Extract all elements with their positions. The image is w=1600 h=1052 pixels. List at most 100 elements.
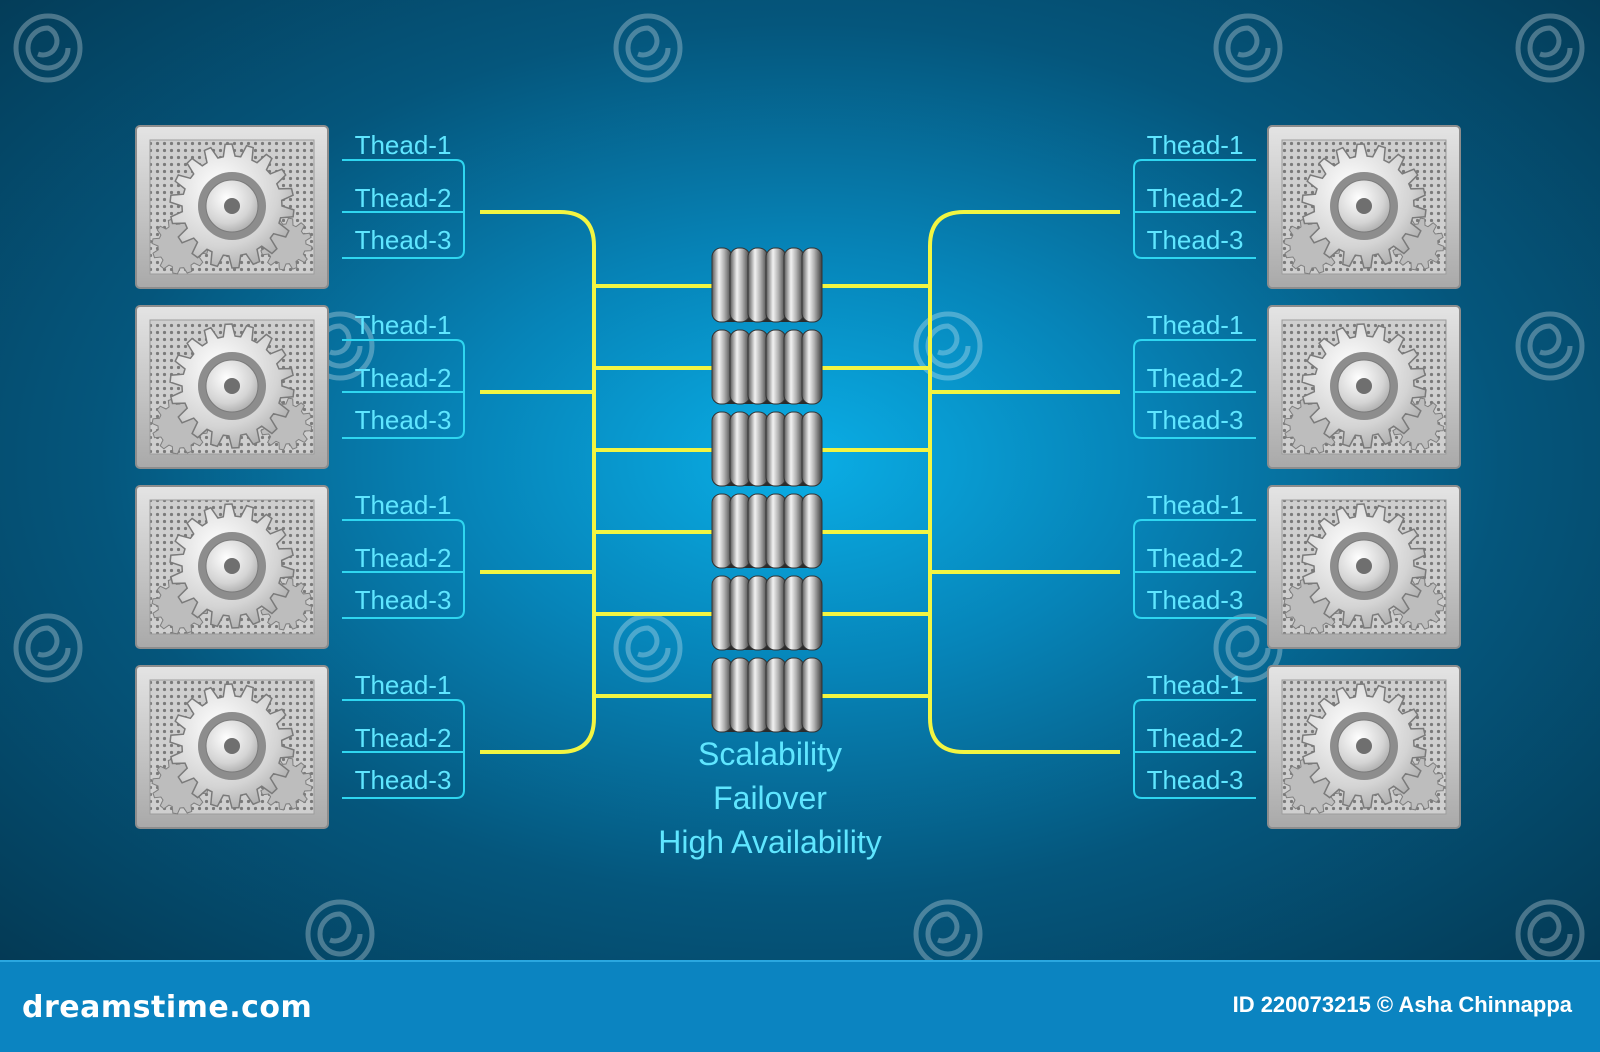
database-disc-icon <box>747 247 769 323</box>
swirl-spiral <box>25 625 71 671</box>
gear-axle <box>224 198 240 214</box>
thread-label-2: Thead-2 <box>355 723 452 753</box>
thread-label-2: Thead-2 <box>1147 363 1244 393</box>
caption-high-availability: High Availability <box>658 824 882 860</box>
database-disc-icon <box>801 411 823 487</box>
watermark-swirl-icon <box>613 13 683 83</box>
database-disc-icon <box>783 247 805 323</box>
thread-label-2: Thead-2 <box>355 543 452 573</box>
database-disc-icon <box>783 575 805 651</box>
swirl-spiral <box>925 323 971 369</box>
swirl-ring <box>1515 311 1585 381</box>
gear-axle <box>1356 558 1372 574</box>
right-server-1 <box>1267 125 1461 289</box>
database-disc-icon <box>747 493 769 569</box>
database-disc-icon <box>711 411 733 487</box>
database-disc-icon <box>801 493 823 569</box>
database-disc-icon <box>765 575 787 651</box>
database-disc-icon <box>729 411 751 487</box>
left-server-1 <box>135 125 329 289</box>
thread-bracket <box>1133 699 1256 799</box>
swirl-ring <box>13 13 83 83</box>
database-disc-icon <box>801 657 823 733</box>
swirl-spiral <box>625 625 671 671</box>
caption-failover: Failover <box>713 780 827 816</box>
gear-axle <box>1356 198 1372 214</box>
database-disc-icon <box>711 493 733 569</box>
swirl-ring <box>913 899 983 960</box>
thread-bracket <box>1133 159 1256 259</box>
watermark-swirl-icon <box>613 613 683 683</box>
watermark-credit: ID 220073215 © Asha Chinnappa <box>1232 992 1572 1017</box>
database-disc-icon <box>765 247 787 323</box>
swirl-spiral <box>317 911 363 957</box>
swirl-ring <box>913 311 983 381</box>
diagram-svg: Thead-1Thead-2Thead-3Thead-1Thead-2Thead… <box>13 13 1585 960</box>
thread-bracket <box>342 699 465 799</box>
right-server-3 <box>1267 485 1461 649</box>
database-unit <box>711 657 823 733</box>
database-disc-icon <box>747 329 769 405</box>
database-disc-icon <box>765 493 787 569</box>
database-disc-icon <box>711 657 733 733</box>
watermark-swirl-icon <box>1213 13 1283 83</box>
thread-label-2: Thead-2 <box>355 183 452 213</box>
watermark-swirl-icon <box>1515 899 1585 960</box>
thread-label-3: Thead-3 <box>1147 585 1244 615</box>
swirl-spiral <box>1527 911 1573 957</box>
left-server-group: Thead-1Thead-2Thead-3Thead-1Thead-2Thead… <box>135 125 465 829</box>
thread-label-3: Thead-3 <box>1147 405 1244 435</box>
database-disc-icon <box>729 247 751 323</box>
database-disc-icon <box>765 411 787 487</box>
watermark-swirl-icon <box>13 613 83 683</box>
thread-bracket <box>1133 339 1256 439</box>
database-disc-icon <box>729 493 751 569</box>
thread-label-3: Thead-3 <box>355 225 452 255</box>
database-disc-icon <box>783 329 805 405</box>
database-disc-icon <box>711 575 733 651</box>
database-disc-icon <box>765 657 787 733</box>
thread-bracket <box>342 519 465 619</box>
watermark-swirl-icon <box>305 899 375 960</box>
thread-label-2: Thead-2 <box>1147 543 1244 573</box>
database-disc-icon <box>711 247 733 323</box>
thread-label-3: Thead-3 <box>355 765 452 795</box>
swirl-spiral <box>1225 25 1271 71</box>
thread-label-2: Thead-2 <box>355 363 452 393</box>
gear-axle <box>224 738 240 754</box>
thread-bracket <box>1133 519 1256 619</box>
gear-axle <box>1356 738 1372 754</box>
swirl-spiral <box>625 25 671 71</box>
swirl-spiral <box>25 25 71 71</box>
database-disc-icon <box>801 329 823 405</box>
database-disc-icon <box>747 575 769 651</box>
right-server-group: Thead-1Thead-2Thead-3Thead-1Thead-2Thead… <box>1133 125 1461 829</box>
database-disc-icon <box>729 657 751 733</box>
thread-label-1: Thead-1 <box>355 490 452 520</box>
watermark-swirl-icon <box>913 899 983 960</box>
swirl-spiral <box>1527 323 1573 369</box>
watermark-swirl-icon <box>913 311 983 381</box>
right-server-2 <box>1267 305 1461 469</box>
swirl-ring <box>1515 899 1585 960</box>
swirl-spiral <box>1225 625 1271 671</box>
database-disc-icon <box>747 411 769 487</box>
gear-axle <box>1356 378 1372 394</box>
database-unit <box>711 247 823 323</box>
database-unit <box>711 575 823 651</box>
database-disc-icon <box>747 657 769 733</box>
thread-label-3: Thead-3 <box>1147 225 1244 255</box>
thread-label-1: Thead-1 <box>355 310 452 340</box>
thread-label-2: Thead-2 <box>1147 183 1244 213</box>
left-server-4 <box>135 665 329 829</box>
database-disc-icon <box>801 575 823 651</box>
swirl-ring <box>1213 13 1283 83</box>
